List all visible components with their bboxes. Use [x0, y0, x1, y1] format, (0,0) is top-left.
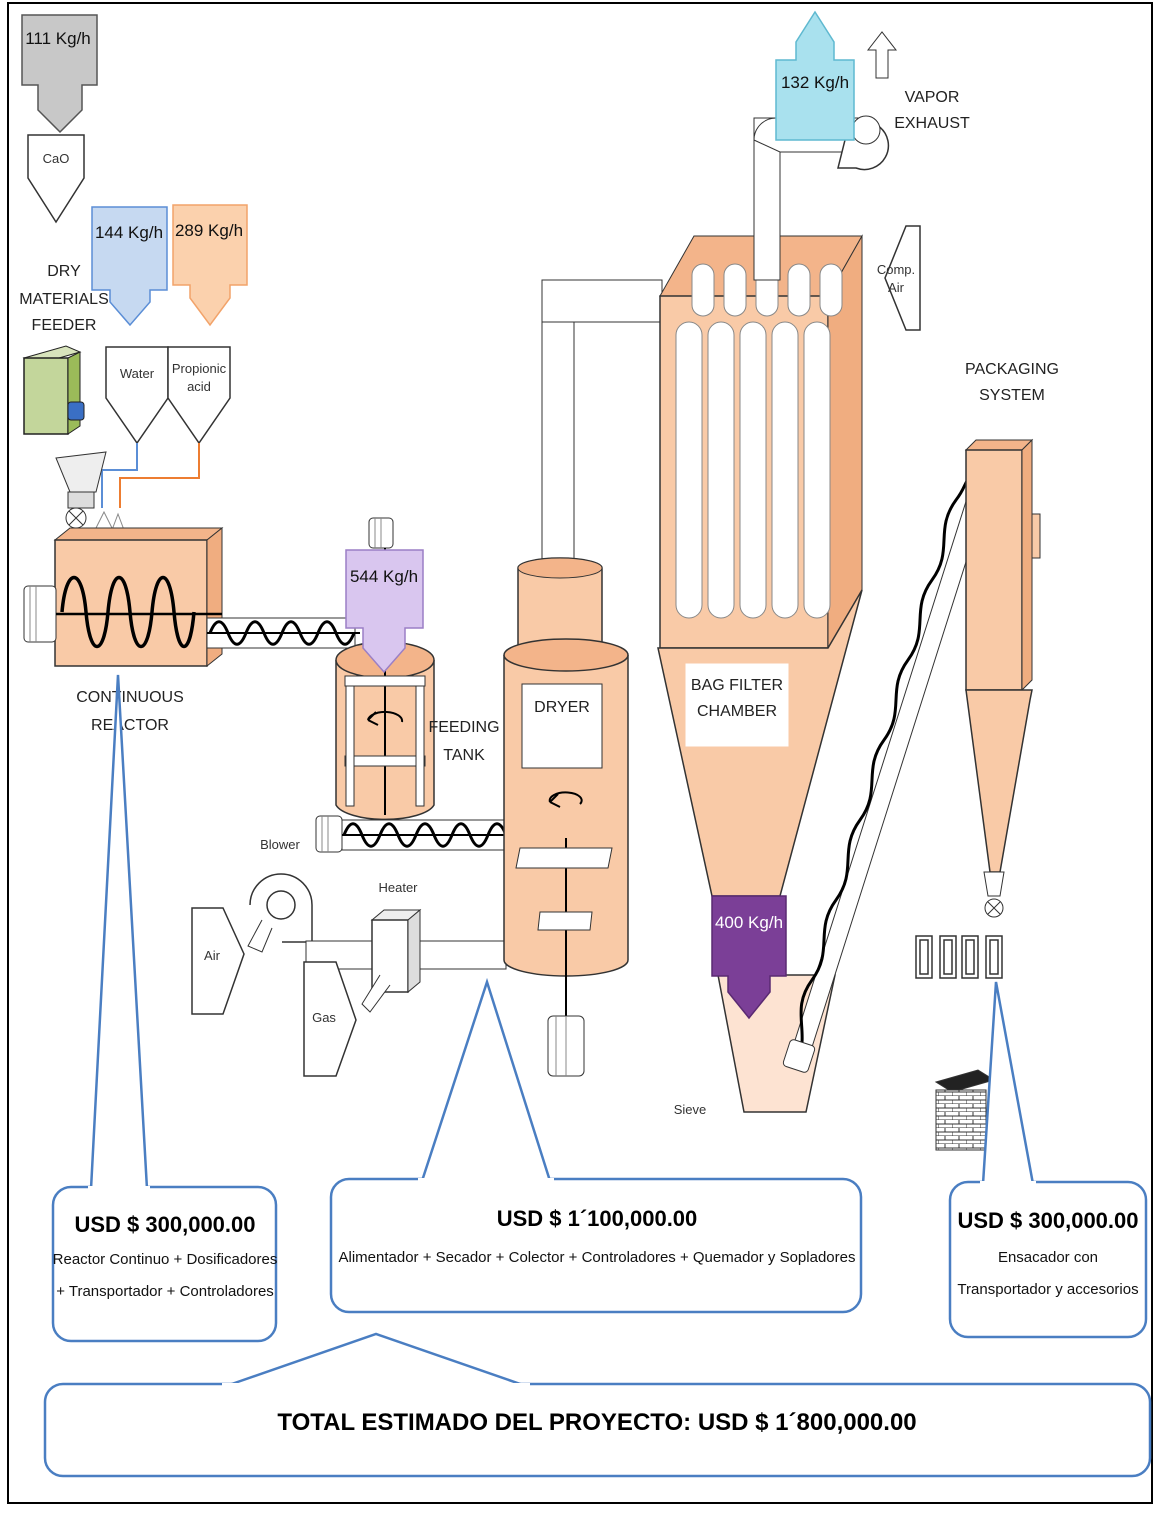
- water-hopper: Water: [106, 347, 168, 443]
- packaging-label-2: SYSTEM: [979, 387, 1045, 404]
- reactor-cost-line1: Reactor Continuo + Dosificadores: [53, 1251, 278, 1268]
- reactor-cost-callout: USD $ 300,000.00 Reactor Continuo + Dosi…: [53, 675, 278, 1341]
- acid-label-2: acid: [187, 379, 211, 394]
- reactor-cost-amount: USD $ 300,000.00: [74, 1212, 255, 1237]
- dryer-cost-line1: Alimentador + Secador + Colector + Contr…: [339, 1249, 856, 1266]
- comp-air-label-1: Comp.: [877, 262, 915, 277]
- packaged-bags: [916, 936, 1002, 978]
- total-cost-callout: TOTAL ESTIMADO DEL PROYECTO: USD $ 1´800…: [45, 1334, 1150, 1476]
- reactor-label-1: CONTINUOUS: [76, 689, 184, 706]
- acid-hopper: Propionic acid: [168, 347, 230, 443]
- blower: [248, 874, 312, 952]
- cao-input-arrow: 111 Kg/h: [22, 15, 97, 132]
- feeder-label-3: FEEDER: [32, 317, 97, 334]
- air-inlet: Air: [192, 908, 244, 1014]
- feeding-label-1: FEEDING: [428, 719, 499, 736]
- packaging-cost-line1: Ensacador con: [998, 1249, 1098, 1266]
- vapor-output-arrow: 132 Kg/h: [776, 12, 854, 140]
- cao-hopper: CaO: [28, 135, 84, 222]
- acid-input-arrow: 289 Kg/h: [173, 205, 247, 325]
- dryer: [504, 280, 662, 1076]
- continuous-reactor: [24, 528, 222, 666]
- tank-screw-conveyor: [316, 816, 520, 852]
- bag-filter-chamber: [658, 236, 862, 896]
- reactor-cost-line2: + Transportador + Controladores: [56, 1283, 274, 1300]
- feeding-label-2: TANK: [443, 747, 485, 764]
- dry-materials-feeder: [24, 346, 84, 434]
- packaging-label-1: PACKAGING: [965, 361, 1059, 378]
- dosing-hopper: [56, 452, 124, 530]
- blower-label: Blower: [260, 837, 300, 852]
- air-label: Air: [204, 948, 221, 963]
- water-label: Water: [120, 366, 155, 381]
- bag-filter-label-1: BAG FILTER: [691, 677, 783, 694]
- gas-label: Gas: [312, 1010, 336, 1025]
- dryer-label: DRYER: [534, 699, 590, 716]
- feeder-label-1: DRY: [47, 263, 81, 280]
- packaging-cost-callout: USD $ 300,000.00 Ensacador con Transport…: [950, 982, 1146, 1337]
- packaging-cost-amount: USD $ 300,000.00: [957, 1208, 1138, 1233]
- dryer-cost-amount: USD $ 1´100,000.00: [497, 1206, 698, 1231]
- acid-line: [120, 443, 199, 508]
- feeder-label-2: MATERIALS: [19, 291, 109, 308]
- heater-label: Heater: [378, 880, 418, 895]
- total-cost: TOTAL ESTIMADO DEL PROYECTO: USD $ 1´800…: [277, 1409, 916, 1436]
- cao-flow-label: 111 Kg/h: [25, 29, 91, 48]
- sieve-label: Sieve: [674, 1102, 707, 1117]
- gas-inlet: Gas: [304, 962, 356, 1076]
- water-flow-label: 144 Kg/h: [95, 223, 163, 242]
- compressed-air-inlet: Comp. Air: [877, 226, 920, 330]
- reactor-label-2: REACTOR: [91, 717, 169, 734]
- acid-flow-label: 289 Kg/h: [175, 221, 243, 240]
- product-flow-label: 400 Kg/h: [715, 913, 783, 932]
- reactor-screw-conveyor: [207, 618, 360, 648]
- bag-filter-label-2: CHAMBER: [697, 703, 777, 720]
- tank-flow-label: 544 Kg/h: [350, 567, 418, 586]
- vapor-label-2: EXHAUST: [894, 115, 970, 132]
- packaging-system: [966, 440, 1040, 917]
- acid-label-1: Propionic: [172, 361, 227, 376]
- cao-label: CaO: [43, 151, 70, 166]
- comp-air-label-2: Air: [888, 280, 905, 295]
- vapor-flow-label: 132 Kg/h: [781, 73, 849, 92]
- vapor-label-1: VAPOR: [905, 89, 960, 106]
- packaging-cost-line2: Transportador y accesorios: [957, 1281, 1138, 1298]
